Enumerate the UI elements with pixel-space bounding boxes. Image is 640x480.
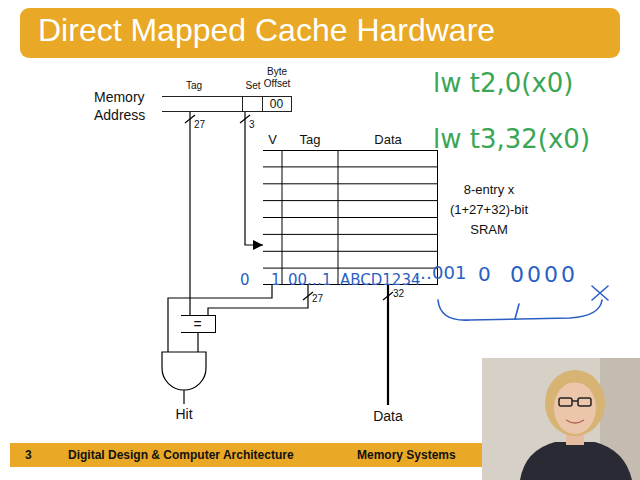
field-header: Byte Offset <box>258 66 296 90</box>
presenter-face <box>554 382 596 434</box>
presenter-hair <box>545 370 605 436</box>
grid-line <box>263 166 438 167</box>
grid-line <box>263 251 438 252</box>
field-value: 00 <box>263 97 290 111</box>
set-field: Set <box>242 97 262 111</box>
handwritten-marks <box>438 286 608 320</box>
title-bar <box>20 8 620 58</box>
footer-chapter: Memory Systems <box>357 443 456 467</box>
glasses-bridge <box>572 400 578 402</box>
webcam-background <box>482 358 640 480</box>
handwritten-valid: 1 <box>271 271 281 289</box>
handwritten-data: ABCD1234 <box>340 271 421 289</box>
signal-wire <box>208 285 308 315</box>
bus-slash <box>383 292 393 300</box>
field-header: Set <box>238 80 268 92</box>
bus-width: 27 <box>312 293 323 305</box>
glasses-lens <box>578 398 591 406</box>
grid-line <box>263 183 438 184</box>
bus-slash <box>303 292 313 300</box>
output-name: Hit <box>170 406 198 423</box>
presenter-smile <box>566 420 584 423</box>
presenter-shirt <box>520 442 632 480</box>
column-header: Data <box>338 132 438 148</box>
grid-line <box>263 200 438 201</box>
handwritten-tag: 00…1 <box>288 271 332 289</box>
bus-width: 32 <box>393 288 404 300</box>
address-register: Memory AddressTagSetByte Offset00 <box>162 96 292 112</box>
and-gate <box>162 352 206 390</box>
comparator-symbol: = <box>181 316 214 332</box>
valid-wire <box>168 285 272 352</box>
handwritten-cross <box>592 286 608 300</box>
signal-wire <box>245 111 263 245</box>
bus-width: 3 <box>249 119 255 131</box>
bus-slash <box>185 115 195 123</box>
handwritten-set: 0 <box>240 271 250 289</box>
column-header: V <box>263 132 282 148</box>
sram-grid <box>263 150 438 285</box>
handwritten-tick <box>515 304 519 319</box>
grid-line <box>263 234 438 235</box>
presenter-glasses <box>559 398 591 406</box>
presenter-fringe <box>550 380 602 394</box>
grid-line <box>263 217 438 218</box>
glasses-lens <box>559 398 572 406</box>
footer-course: Digital Design & Computer Architecture <box>68 443 294 467</box>
footer-band: 3 Digital Design & Computer Architecture M… <box>10 443 482 467</box>
tag-field: Tag <box>162 97 242 111</box>
field-header: Tag <box>174 80 214 92</box>
page-number: 3 <box>25 443 32 467</box>
output-name: Data <box>368 408 408 425</box>
slide-title: Direct Mapped Cache Hardware <box>38 11 495 49</box>
bus-slash <box>240 115 250 123</box>
signal-wire <box>189 111 190 315</box>
column-header: Tag <box>282 132 338 148</box>
compare-wire <box>197 333 198 352</box>
bus-width: 27 <box>194 119 205 131</box>
address-caption: Memory Address <box>94 88 156 124</box>
handwritten-instruction: lw t2,0(x0) <box>433 68 574 99</box>
handwritten-address: 0 <box>478 262 491 286</box>
handwritten-address: …001 <box>414 262 466 284</box>
grid-line <box>263 268 438 269</box>
webcam-inset <box>482 358 640 480</box>
handwritten-instruction: lw t3,32(x0) <box>433 124 590 155</box>
hit-wire <box>183 390 184 404</box>
offset-field: Byte Offset00 <box>262 97 290 111</box>
sram-size-note: 8-entry x (1+27+32)-bit SRAM <box>443 180 535 240</box>
handwritten-brace <box>438 300 602 320</box>
cache-sram: VTagData <box>263 150 438 285</box>
tag-comparator: = <box>181 315 216 333</box>
handwritten-address: 0000 <box>510 262 578 288</box>
data-wire <box>387 285 389 405</box>
